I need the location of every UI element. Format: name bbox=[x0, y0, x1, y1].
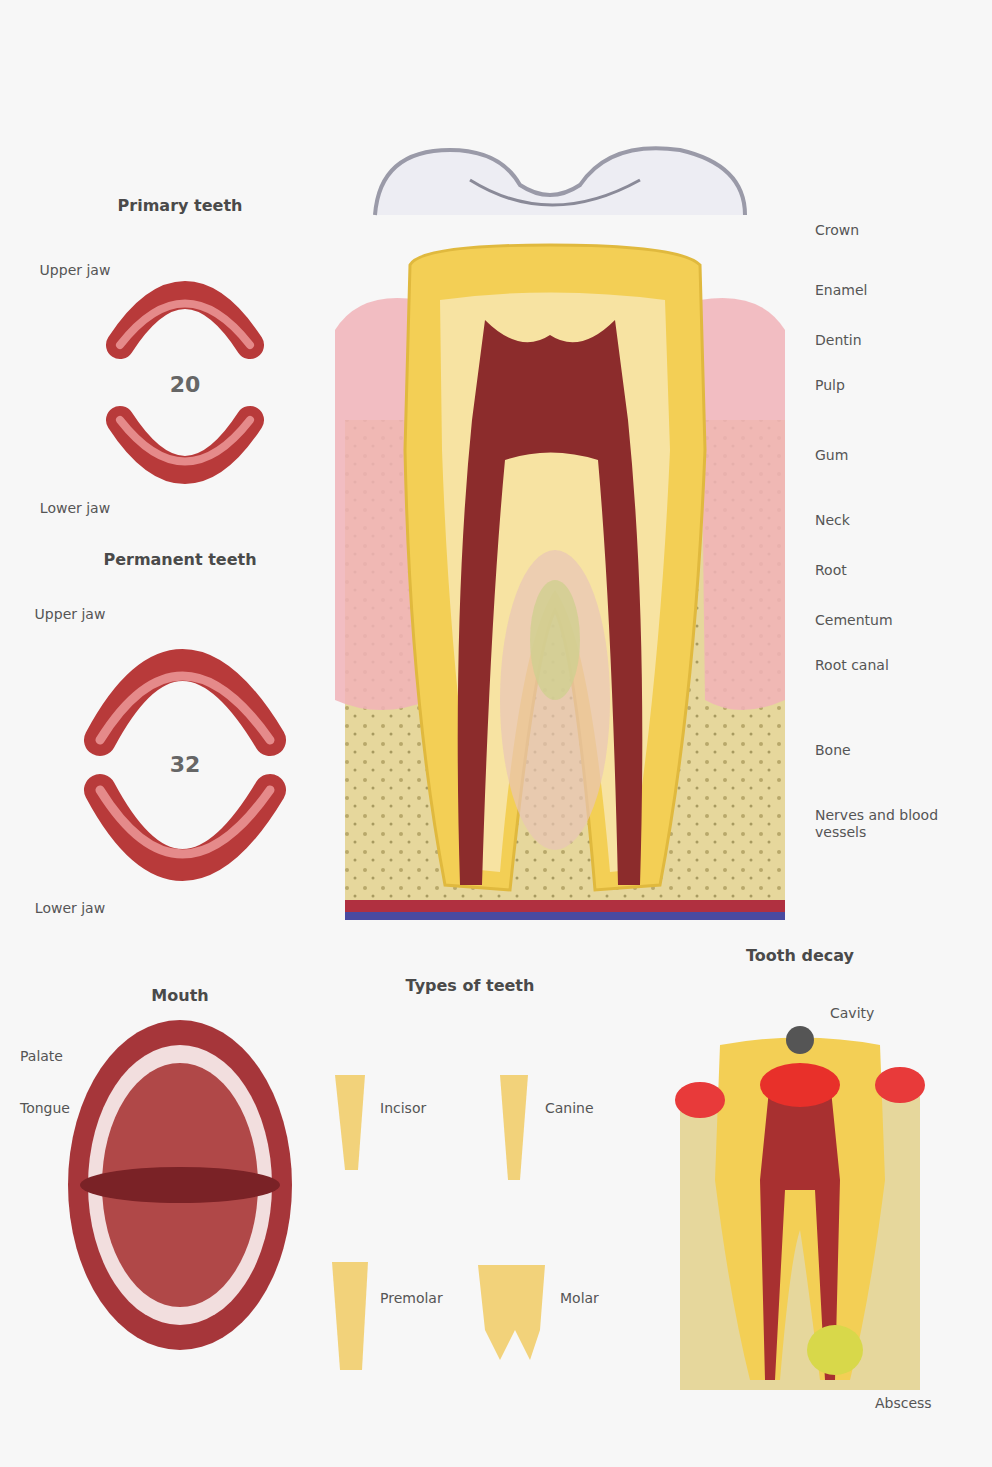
part-label: Upper jaw bbox=[35, 606, 106, 623]
part-label: Enamel bbox=[815, 282, 867, 299]
part-label: Abscess bbox=[875, 1395, 932, 1412]
part-label: Gum bbox=[815, 447, 848, 464]
section-title: Mouth bbox=[151, 986, 208, 1005]
part-label: Nerves and blood vessels bbox=[815, 807, 984, 841]
section-title: Permanent teeth bbox=[103, 550, 256, 569]
part-label: Dentin bbox=[815, 332, 862, 349]
section-title: Tooth decay bbox=[746, 946, 854, 965]
part-label: Tongue bbox=[20, 1100, 70, 1117]
part-label: Palate bbox=[20, 1048, 63, 1065]
part-label: Lower jaw bbox=[40, 500, 110, 517]
section-title: Types of teeth bbox=[406, 976, 535, 995]
tooth-count: 20 bbox=[170, 372, 201, 398]
part-label: Cavity bbox=[830, 1005, 874, 1022]
tooth-type-label: Incisor bbox=[380, 1100, 426, 1117]
part-label: Root bbox=[815, 562, 847, 579]
part-label: Crown bbox=[815, 222, 859, 239]
tooth-count: 32 bbox=[170, 752, 201, 778]
tooth-type-label: Canine bbox=[545, 1100, 594, 1117]
part-label: Pulp bbox=[815, 377, 845, 394]
part-label: Upper jaw bbox=[40, 262, 111, 279]
part-label: Cementum bbox=[815, 612, 893, 629]
section-title: Primary teeth bbox=[118, 196, 243, 215]
part-label: Root canal bbox=[815, 657, 889, 674]
part-label: Lower jaw bbox=[35, 900, 105, 917]
part-label: Neck bbox=[815, 512, 850, 529]
tooth-type-label: Molar bbox=[560, 1290, 599, 1307]
tooth-type-label: Premolar bbox=[380, 1290, 443, 1307]
part-label: Bone bbox=[815, 742, 851, 759]
